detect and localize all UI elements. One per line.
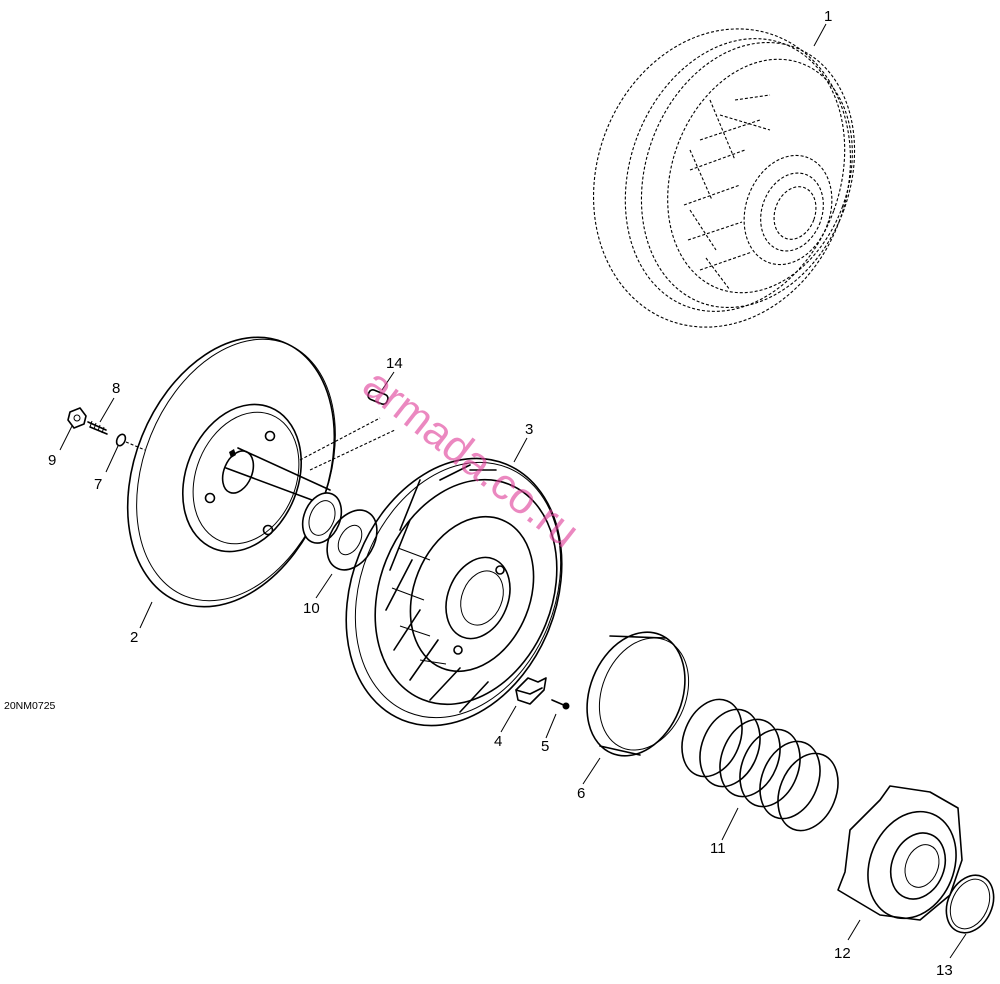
part-2-fixed-sheave [126,336,396,608]
watermark: armada.co.ru [354,359,588,557]
part-14-key [367,389,389,405]
callout-8: 8 [112,380,120,397]
part-9-nut [67,407,87,429]
part-6-sleeve-ring [586,631,690,757]
callout-4: 4 [494,733,502,750]
part-4-slider-shoe [515,677,547,705]
part-13-circlip [945,874,995,934]
callout-2: 2 [130,629,138,646]
part-1-driven-pulley-assembly [592,28,856,328]
part-3-sliding-sheave [345,457,563,727]
callout-1: 1 [824,8,832,25]
part-7-washer [115,433,146,451]
part-5-screw [551,699,570,710]
callout-3: 3 [525,421,533,438]
callout-10: 10 [303,600,320,617]
part-12-cam [837,785,963,921]
diagram-code: 20NM0725 [4,700,56,712]
callout-11: 11 [710,840,726,857]
part-11-spring [681,698,839,832]
callout-5: 5 [541,738,549,755]
callout-14: 14 [386,355,403,372]
callout-12: 12 [834,945,851,962]
callout-7: 7 [94,476,102,493]
part-8-screw [87,420,108,435]
part-10-washer [326,509,378,571]
callout-13: 13 [936,962,953,979]
callout-6: 6 [577,785,585,802]
callout-9: 9 [48,452,56,469]
callout-labels: 1 2 3 4 5 6 7 8 9 10 11 12 13 14 [48,8,953,979]
leader-lines [59,23,967,959]
